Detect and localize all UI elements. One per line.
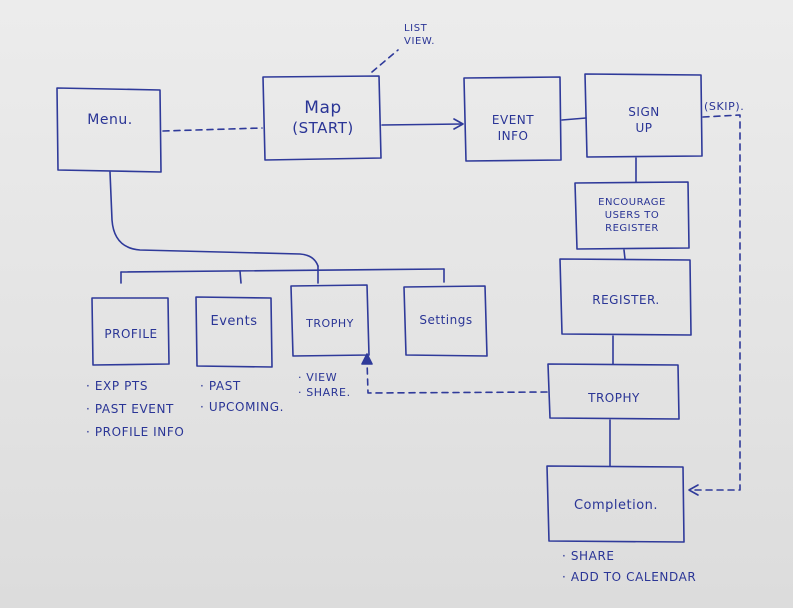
trophy-note-item: · VIEW xyxy=(298,371,338,384)
encourage-line2: USERS TO xyxy=(604,210,660,221)
trophy-menu-box xyxy=(290,284,370,357)
menu-tree-bar xyxy=(120,268,445,273)
map-label: Map (START) xyxy=(268,98,378,137)
trophy-note-item: · SHARE. xyxy=(298,386,351,399)
event-info-box xyxy=(463,76,562,162)
trophy-flow-box xyxy=(547,363,680,420)
skip-annotation: (SKIP). xyxy=(704,100,745,113)
map-label-line2: (START) xyxy=(292,119,354,137)
encourage-label: ENCOURAGE USERS TO REGISTER xyxy=(577,196,687,235)
profile-note-item: · PAST EVENT xyxy=(86,402,174,416)
event-signup-link xyxy=(561,117,587,121)
menu-box xyxy=(56,87,162,173)
trophy-flow-label: TROPHY xyxy=(588,391,640,405)
events-box xyxy=(195,296,273,368)
menu-tree-stem xyxy=(109,171,319,267)
events-note-item: · PAST xyxy=(200,379,241,393)
settings-label: Settings xyxy=(419,313,473,327)
encourage-box xyxy=(574,181,690,250)
event-info-label: EVENT INFO xyxy=(468,112,558,144)
register-label: REGISTER. xyxy=(592,293,660,307)
encourage-line3: REGISTER xyxy=(605,223,659,234)
events-note-item: · UPCOMING. xyxy=(200,400,285,414)
profile-note-item: · PROFILE INFO xyxy=(86,425,185,439)
list-view-line2: VIEW. xyxy=(404,36,436,47)
map-event-link xyxy=(381,123,463,126)
encourage-line1: ENCOURAGE xyxy=(598,197,666,208)
trophy-back-link xyxy=(366,359,548,394)
completion-box xyxy=(546,465,685,543)
trophy-menu-label: TROPHY xyxy=(306,317,354,330)
profile-note-item: · EXP PTS xyxy=(86,379,149,393)
completion-label: Completion. xyxy=(573,498,659,513)
skip-link xyxy=(689,114,741,491)
sign-up-line1: SIGN xyxy=(628,105,660,119)
event-info-line1: EVENT xyxy=(491,113,535,127)
list-view-link xyxy=(371,49,399,73)
settings-box xyxy=(403,285,488,357)
sign-up-box xyxy=(584,73,703,158)
sign-up-line2: UP xyxy=(635,121,653,135)
encourage-register-link xyxy=(623,249,626,260)
profile-notes: · EXP PTS · PAST EVENT · PROFILE INFO xyxy=(86,378,184,441)
map-label-line1: Map xyxy=(304,98,342,118)
completion-note-item: · SHARE xyxy=(562,549,615,563)
profile-box xyxy=(91,297,170,366)
profile-label: PROFILE xyxy=(104,327,158,341)
register-box xyxy=(559,258,692,336)
menu-label: Menu. xyxy=(87,112,133,128)
list-view-line1: LIST xyxy=(404,23,428,34)
completion-note-item: · ADD TO CALENDAR xyxy=(562,570,697,584)
completion-notes: · SHARE · ADD TO CALENDAR xyxy=(562,548,696,586)
sign-up-label: SIGN UP xyxy=(590,104,698,136)
list-view-annotation: LIST VIEW. xyxy=(404,22,435,48)
event-info-line2: INFO xyxy=(497,129,529,143)
events-label: Events xyxy=(210,314,258,329)
menu-map-link xyxy=(162,127,263,132)
map-box xyxy=(262,75,382,161)
trophy-notes: · VIEW · SHARE. xyxy=(298,370,351,400)
events-notes: · PAST · UPCOMING. xyxy=(200,378,284,416)
